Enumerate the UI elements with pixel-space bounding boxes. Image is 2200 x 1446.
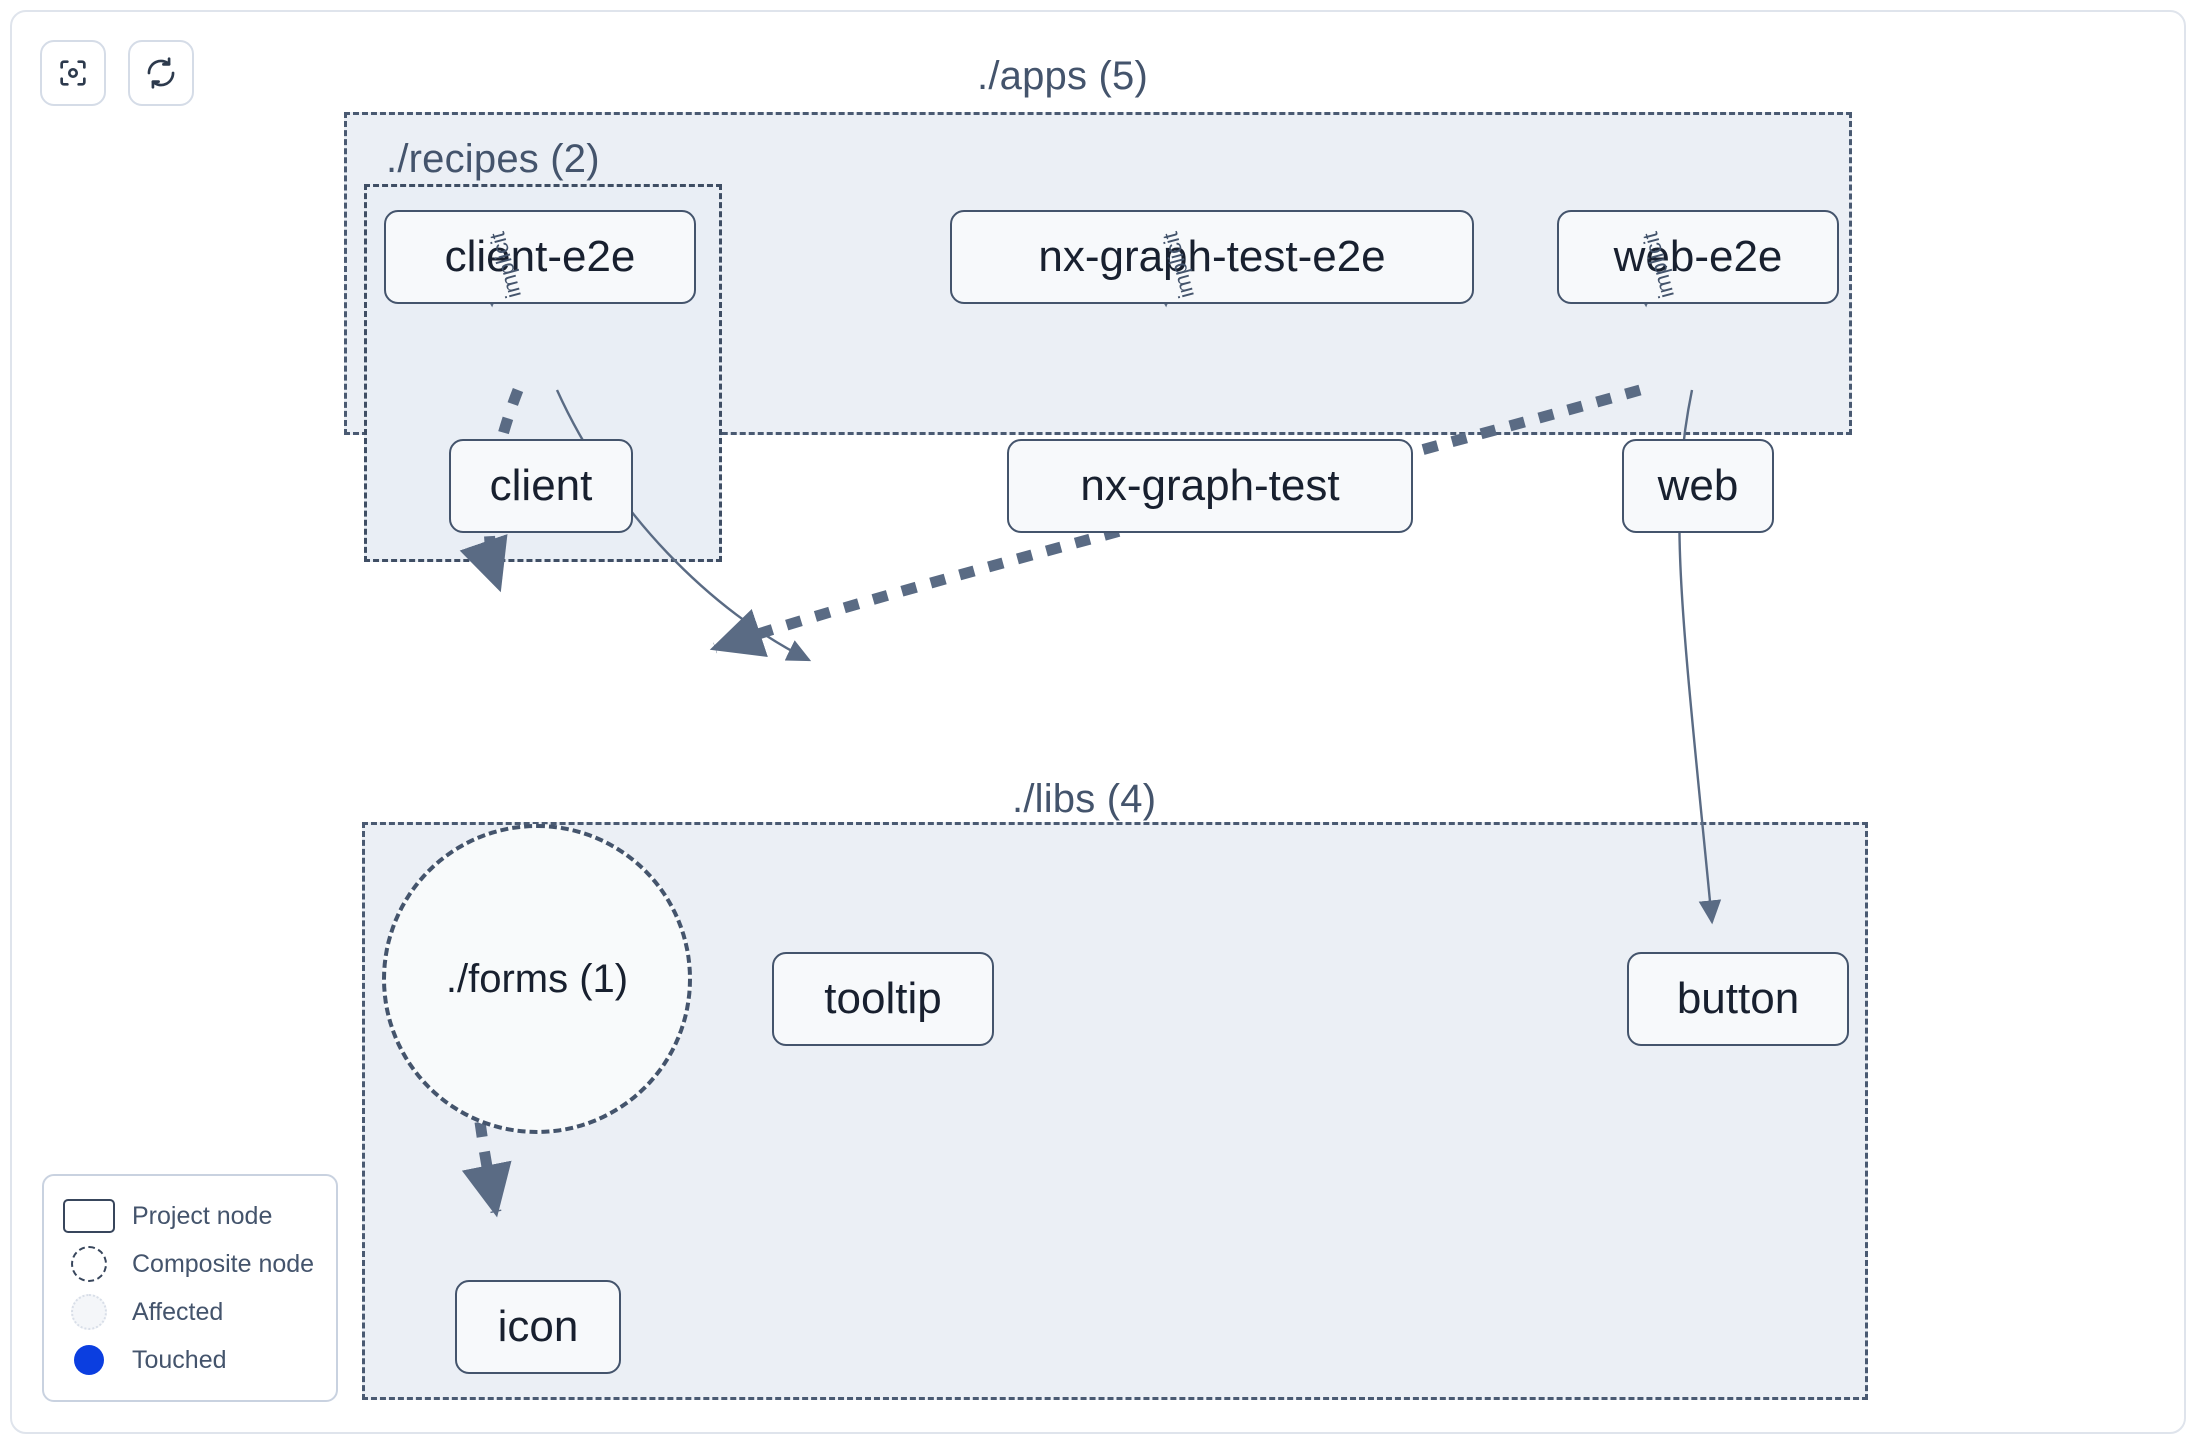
group-title-libs: ./libs (4) xyxy=(1012,777,1157,821)
focus-graph-button[interactable] xyxy=(40,40,106,106)
node-label: ./forms (1) xyxy=(445,957,629,1001)
refresh-icon xyxy=(144,56,178,90)
node-label: tooltip xyxy=(824,974,942,1023)
legend-label: Affected xyxy=(132,1297,224,1326)
node-label: nx-graph-test xyxy=(1080,461,1340,510)
node-web[interactable]: web xyxy=(1622,439,1774,533)
graph-toolbar xyxy=(40,40,194,106)
legend-item-affected: Affected xyxy=(62,1288,318,1336)
node-client-e2e[interactable]: client-e2e xyxy=(384,210,696,304)
node-nx-graph-test[interactable]: nx-graph-test xyxy=(1007,439,1413,533)
project-node-glyph xyxy=(62,1199,116,1233)
legend-label: Touched xyxy=(132,1345,227,1374)
node-client[interactable]: client xyxy=(449,439,633,533)
legend-label: Composite node xyxy=(132,1249,315,1278)
node-label: client xyxy=(489,461,593,510)
node-tooltip[interactable]: tooltip xyxy=(772,952,994,1046)
graph-surface[interactable]: ./apps (5) ./recipes (2) ./libs (4) xyxy=(12,12,2184,1432)
affected-node-glyph xyxy=(62,1294,116,1330)
node-label: client-e2e xyxy=(444,232,636,281)
node-forms[interactable]: ./forms (1) xyxy=(382,824,692,1134)
node-label: icon xyxy=(497,1302,579,1351)
group-title-apps: ./apps (5) xyxy=(977,54,1148,98)
node-nx-graph-test-e2e[interactable]: nx-graph-test-e2e xyxy=(950,210,1474,304)
node-web-e2e[interactable]: web-e2e xyxy=(1557,210,1839,304)
focus-target-icon xyxy=(56,56,90,90)
graph-canvas-card: ./apps (5) ./recipes (2) ./libs (4) xyxy=(10,10,2186,1434)
node-label: button xyxy=(1676,974,1800,1023)
legend-item-composite-node: Composite node xyxy=(62,1240,318,1288)
legend-label: Project node xyxy=(132,1201,273,1230)
refresh-graph-button[interactable] xyxy=(128,40,194,106)
legend-item-touched: Touched xyxy=(62,1336,318,1384)
node-label: nx-graph-test-e2e xyxy=(1038,232,1386,281)
node-label: web xyxy=(1657,461,1739,510)
graph-legend: Project node Composite node Affected Tou… xyxy=(42,1174,338,1402)
group-title-recipes: ./recipes (2) xyxy=(386,137,600,181)
node-label: web-e2e xyxy=(1613,232,1783,281)
legend-item-project-node: Project node xyxy=(62,1192,318,1240)
composite-node-glyph xyxy=(62,1246,116,1282)
node-button[interactable]: button xyxy=(1627,952,1849,1046)
node-icon[interactable]: icon xyxy=(455,1280,621,1374)
touched-node-glyph xyxy=(62,1343,116,1377)
